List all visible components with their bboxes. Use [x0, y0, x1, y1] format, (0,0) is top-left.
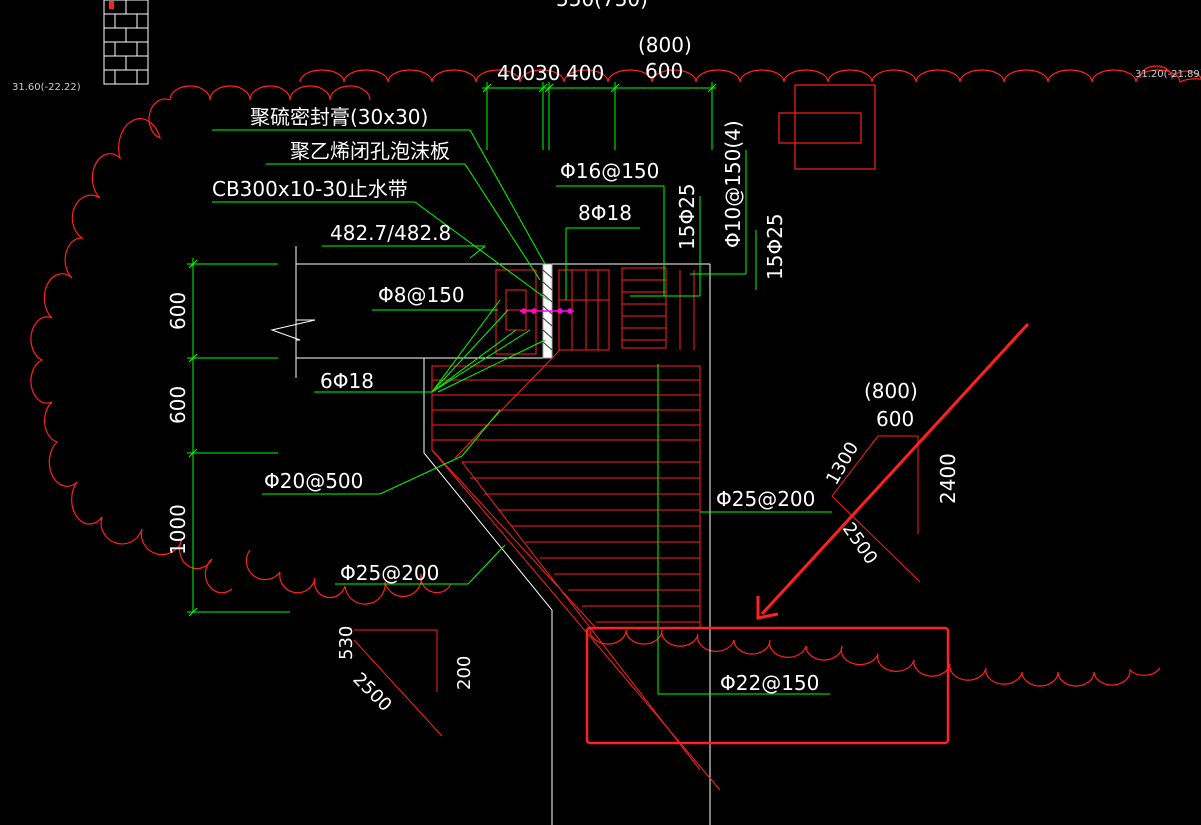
- label-15phi25-b: 15Φ25: [763, 213, 787, 280]
- label-elevation: 482.7/482.8: [330, 221, 451, 245]
- label-phi25-lower: Φ25@200: [340, 561, 439, 585]
- highlight-box: [585, 626, 950, 745]
- bar-shape-left: [353, 629, 443, 737]
- label-6phi18: 6Φ18: [320, 369, 374, 393]
- brick-hatch: [103, 0, 149, 85]
- dim-800: (800): [638, 33, 692, 57]
- wall-outline: [552, 263, 711, 825]
- label-phi16: Φ16@150: [560, 159, 659, 183]
- cloud-left-edge: [30, 98, 233, 594]
- existing-slab: [270, 246, 544, 378]
- haunch-rebar: [431, 349, 721, 791]
- label-phi20: Φ20@500: [264, 469, 363, 493]
- dim-600: 600: [645, 59, 683, 83]
- label-phi25-right: Φ25@200: [716, 487, 815, 511]
- green-vertical-bar: [657, 364, 830, 695]
- shape-left-200: 200: [454, 656, 475, 690]
- label-sealant: 聚硫密封膏(30x30): [250, 105, 428, 129]
- coord-left: 31.60(-22.22): [12, 82, 81, 93]
- dim-400a: 400: [497, 61, 535, 85]
- brick-marker: [109, 1, 114, 9]
- shape-right-2400: 2400: [936, 453, 960, 504]
- dim-600-upper: 600: [166, 292, 190, 330]
- revision-cloud: [30, 65, 1201, 687]
- callout-leaders: [212, 129, 832, 585]
- haunch-outline: [423, 358, 553, 825]
- label-15phi25-a: 15Φ25: [675, 183, 699, 250]
- shape-left-530: 530: [336, 626, 357, 660]
- label-foam-board: 聚乙烯闭孔泡沫板: [290, 139, 450, 163]
- top-cut-label: 550(750): [556, 0, 648, 11]
- wall-rebar: [621, 267, 695, 350]
- cloud-inner-lower: [245, 549, 452, 605]
- annotation-arrow: [756, 322, 1030, 620]
- shape-left-2500: 2500: [348, 669, 395, 716]
- joint-pattern: [542, 269, 553, 351]
- label-phi10: Φ10@150(4): [721, 120, 745, 248]
- dim-600-lower: 600: [166, 386, 190, 424]
- shape-right-600: 600: [876, 407, 914, 431]
- cloud-right-edge: [1139, 65, 1201, 81]
- coord-right: 31.20(-21.89): [1135, 69, 1201, 80]
- shape-right-800: (800): [864, 379, 918, 403]
- dim-30: 30: [535, 61, 560, 85]
- cloud-top-edge: [169, 69, 1201, 101]
- label-8phi18: 8Φ18: [578, 201, 632, 225]
- left-dimension-lines: [187, 258, 290, 617]
- right-beam-rebar: [558, 269, 610, 351]
- label-phi8: Φ8@150: [378, 283, 465, 307]
- dim-400b: 400: [566, 61, 604, 85]
- cloud-bottom-edge: [589, 629, 1161, 687]
- bar-shape-right: [831, 435, 921, 583]
- dim-1000: 1000: [166, 504, 190, 555]
- top-right-symbol: [778, 84, 876, 170]
- label-waterstop: CB300x10-30止水带: [212, 177, 408, 201]
- top-dimension-lines: [482, 82, 717, 150]
- label-phi22: Φ22@150: [720, 671, 819, 695]
